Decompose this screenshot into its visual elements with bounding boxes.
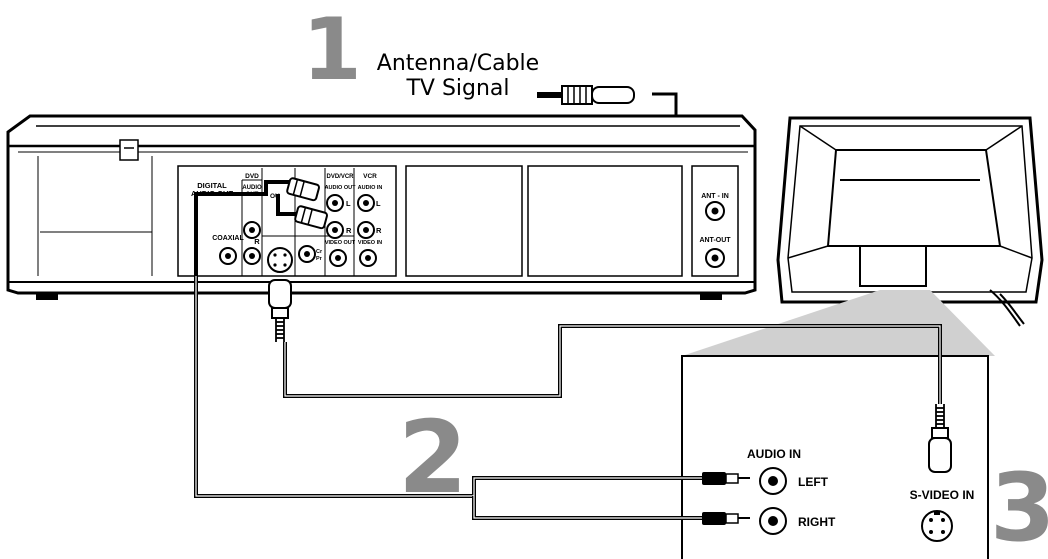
- dvd-audio-out-label: AUDIO: [242, 185, 262, 191]
- tv-left-label: LEFT: [798, 475, 829, 489]
- ant-out-jack: [705, 248, 725, 268]
- dvd-r-label: R: [254, 237, 260, 246]
- zoom-highlight: [682, 290, 995, 356]
- coaxial-label: COAXIAL: [212, 235, 244, 242]
- vcr-l-label: L: [376, 199, 381, 208]
- dvd-audio-out-r-jack: [243, 247, 261, 265]
- dvd-vcr-audio-out-label: AUDIO OUT: [325, 185, 357, 191]
- ant-out-label: ANT-OUT: [699, 237, 731, 244]
- ant-in-label: ANT - IN: [701, 193, 729, 200]
- audio-plug-left: [702, 472, 750, 485]
- tv-audio-right-jack: [759, 507, 787, 535]
- step-3-number: 3: [990, 454, 1048, 559]
- dvd-vcr-recorder: DIGITAL AUDIO OUT DVD AUDIO OUT OU COAXI…: [6, 114, 757, 300]
- tv-s-video-in-label: S-VIDEO IN: [910, 488, 975, 502]
- dvd-s-video-out-jack: [267, 247, 293, 273]
- step-1-number: 1: [302, 0, 362, 100]
- vcr-audio-in-r-jack: [357, 221, 375, 239]
- tv-s-video-in-jack: [921, 510, 953, 542]
- dvd-vcr-l-label: L: [346, 199, 351, 208]
- audio-plugs-on-recorder: [194, 177, 328, 276]
- tv-audio-left-jack: [759, 467, 787, 495]
- vcr-r-label: R: [376, 226, 382, 235]
- dvd-vcr-audio-out-r-jack: [326, 221, 344, 239]
- vcr-video-in-jack: [359, 249, 377, 267]
- antenna-caption-line2: TV Signal: [405, 76, 509, 101]
- dvd-vcr-r-label: R: [346, 226, 352, 235]
- component-video-jack: [298, 245, 316, 263]
- s-video-cable: [268, 279, 952, 473]
- coaxial-jack: [219, 247, 237, 265]
- ant-in-jack: [705, 201, 725, 221]
- dvd-vcr-video-out-jack: [329, 249, 347, 267]
- antenna-caption-line1: Antenna/Cable: [377, 51, 539, 76]
- component-cr-label: Cr: [316, 249, 323, 255]
- tv-right-label: RIGHT: [798, 515, 836, 529]
- television: [776, 116, 1044, 327]
- dvd-vcr-video-out-label: VIDEO OUT: [325, 240, 356, 246]
- audio-cable: [194, 276, 750, 525]
- audio-plug-right: [702, 512, 750, 525]
- vcr-video-in-label: VIDEO IN: [358, 240, 382, 246]
- vcr-audio-in-label: AUDIO IN: [358, 185, 383, 191]
- dvd-vcr-audio-out-l-jack: [326, 194, 344, 212]
- step-2-number: 2: [398, 399, 468, 516]
- component-pr-label: Pr: [316, 256, 323, 262]
- dvd-audio-out-l-jack: [243, 221, 261, 239]
- vcr-audio-in-l-jack: [357, 194, 375, 212]
- tv-audio-in-label: AUDIO IN: [747, 447, 801, 461]
- digital-audio-out-label: DIGITAL: [197, 181, 227, 190]
- vcr-section-label: VCR: [363, 173, 377, 180]
- out-partial-label: OU: [270, 193, 280, 200]
- dvd-vcr-section-label: DVD/VCR: [326, 174, 354, 180]
- dvd-section-label: DVD: [245, 173, 259, 180]
